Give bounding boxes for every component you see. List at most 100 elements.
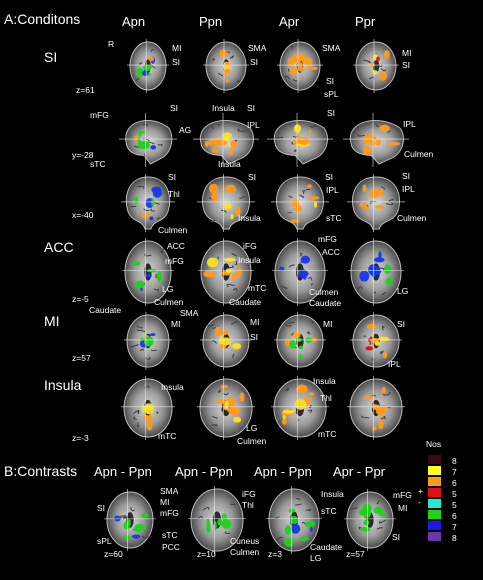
contrast-header-2: Apn - Ppn [175,464,233,479]
slice-label-si-coronal: y=-28 [72,150,94,160]
slice-label-b3: z=3 [268,549,282,559]
slice-label-b2: z=10 [197,549,216,559]
brain-slice-ax [272,238,328,306]
brain-slice-ax [344,489,396,551]
slice-label-b4: z=57 [346,549,365,559]
brain-slice-ax [122,238,174,306]
brain-slice-ax [104,489,156,551]
region-label: Culmen [230,547,260,557]
region-label: mTC [318,429,337,439]
region-label: mFG [160,508,179,518]
region-label: SMA [160,486,179,496]
region-label: SI [247,103,256,113]
brain-slice-ax [274,312,326,370]
region-label: Culmen [309,287,339,297]
brain-slice-ax [127,39,169,93]
region-label: mTC [158,431,177,441]
brain-slice-ax [277,39,323,93]
region-label: IPL [388,359,401,369]
region-label: Caudate [229,297,262,307]
region-label: SI [250,332,259,342]
region-label: MI [402,48,412,58]
brain-slice-cor [121,174,175,232]
region-label: MI [171,319,181,329]
region-label: LG [246,423,258,433]
region-label: SI [326,76,335,86]
legend-number: 8 [452,533,457,543]
region-label: mFG [393,490,412,500]
region-label: Insula [238,213,261,223]
legend-swatch [428,477,441,486]
region-label: MI [323,319,333,329]
brain-slice-ax [197,376,255,440]
column-header-ppn: Ppn [199,14,223,29]
legend-swatch [428,455,441,464]
region-label: AG [179,125,192,135]
legend-number: 7 [452,522,457,532]
region-label: Thl [168,189,180,199]
brain-slice-sag [343,113,409,167]
region-label: SI [250,57,259,67]
region-label: ACC [167,241,185,251]
region-label: MI [398,503,408,513]
region-label: Culmen [404,149,434,159]
brain-slice-ax [347,376,405,440]
region-label: Thl [242,500,254,510]
contrast-header-1: Apn - Ppn [94,464,152,479]
region-label: SMA [248,43,267,53]
slice-label-b1: z=60 [104,549,123,559]
region-label: mFG [90,110,109,120]
legend-number: 6 [452,511,457,521]
brain-slice-sag [267,113,333,167]
brain-slice-ax [198,238,254,306]
region-label: Insula [161,382,184,392]
region-label: sTC [90,159,106,169]
region-label: sTC [326,213,342,223]
region-label: MI [250,317,260,327]
region-label: sPL [324,89,339,99]
brain-slice-ax [271,376,329,440]
region-label: SI [172,57,181,67]
region-label: sTC [162,530,178,540]
slice-label-insula: z=-3 [72,433,89,443]
brain-slice-ax [353,39,399,93]
legend-swatch [428,466,441,475]
region-label: SI [392,532,401,542]
region-label: SI [170,103,179,113]
region-label: Culmen [158,225,188,235]
slice-label-si-axial: z=61 [76,85,95,95]
region-label: mTC [248,283,267,293]
legend-swatch [428,510,441,519]
region-label: Insula [321,489,344,499]
region-label: Culmen [237,436,267,446]
brain-slice-ax [200,312,252,370]
brain-slice-ax [203,39,249,93]
region-label: SI [168,172,177,182]
region-label: Culmen [397,213,427,223]
region-label: Caudate [89,305,122,315]
brain-slice-ax [121,376,175,440]
region-label: PCC [162,542,180,552]
brain-slice-sag [193,113,259,167]
slice-label-si-sagittal: x=-40 [72,210,94,220]
region-label: Insula [218,159,241,169]
legend-swatch [428,499,441,508]
region-label: mFG [318,234,337,244]
region-label: MI [160,497,170,507]
region-label: sTC [321,506,337,516]
region-label: iFG [242,489,256,499]
brain-slice-sag [119,113,177,167]
region-label: SI [402,171,411,181]
legend-swatch [428,521,441,530]
region-label: Caudate [309,298,342,308]
region-label: LG [310,553,322,563]
column-header-apn: Apn [122,14,146,29]
region-label: IPL [403,119,416,129]
region-label: IPL [402,184,415,194]
region-label: Culmen [154,297,184,307]
region-label: Thl [320,393,332,403]
region-label: Insula [238,255,261,265]
row-label-mi: MI [44,313,60,329]
legend-title: Nos [426,439,442,449]
legend-number: 5 [452,500,457,510]
